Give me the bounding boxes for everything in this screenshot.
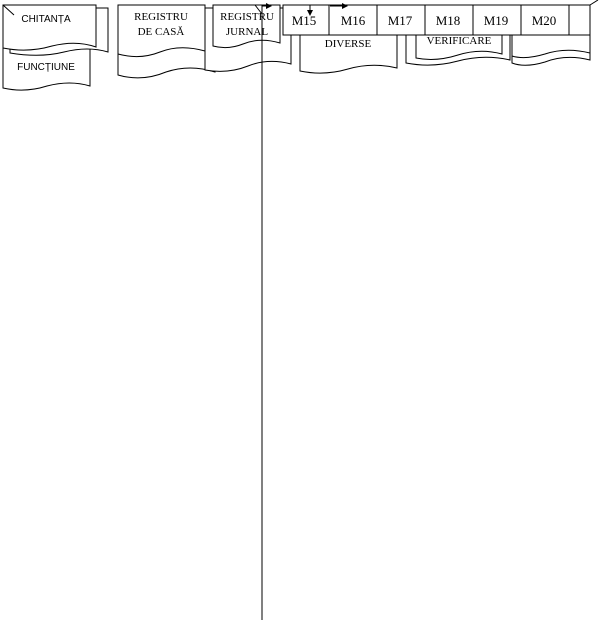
chitanta-label: CHITANȚA: [21, 14, 71, 25]
functiune-label: FUNCȚIUNE: [17, 62, 75, 73]
verificare-label: VERIFICARE: [427, 35, 492, 47]
document-registru-jurnal: REGISTRU JURNAL: [204, 4, 292, 72]
m-cell-m17: M17: [388, 13, 413, 28]
m-cell-m19: M19: [484, 13, 509, 28]
m-table: M15 M16 M17 M18 M19 M20: [282, 4, 591, 36]
m-cell-m16: M16: [341, 13, 366, 28]
document-diverse: DIVERSE: [299, 29, 398, 74]
document-registru-casa: REGISTRU DE CASĂ: [117, 4, 216, 79]
m-cell-m20: M20: [532, 13, 557, 28]
registru-casa-line2: DE CASĂ: [138, 26, 185, 38]
registru-jurnal-line2: JURNAL: [226, 26, 268, 38]
document-verificare: VERIFICARE: [405, 27, 511, 66]
document-functiune: FUNCȚIUNE: [2, 46, 91, 91]
m-table-frame: [282, 4, 591, 36]
m-cell-m18: M18: [436, 13, 461, 28]
document-chitanta: CHITANȚA: [2, 4, 97, 51]
diverse-label: DIVERSE: [325, 38, 372, 50]
arrow-down-m15: [307, 5, 313, 16]
arrow-right-m16: [330, 3, 348, 9]
jurnal-corner-mark: [254, 4, 263, 15]
table-corner-mark: [589, 0, 599, 6]
registru-jurnal-line1: REGISTRU: [220, 11, 274, 23]
arrow-right-into-table: [262, 3, 272, 9]
chitanta-corner-mark: [2, 4, 15, 16]
document-right-fragment: [511, 29, 591, 66]
registru-casa-line1: REGISTRU: [134, 11, 188, 23]
m-cell-m15: M15: [292, 13, 317, 28]
